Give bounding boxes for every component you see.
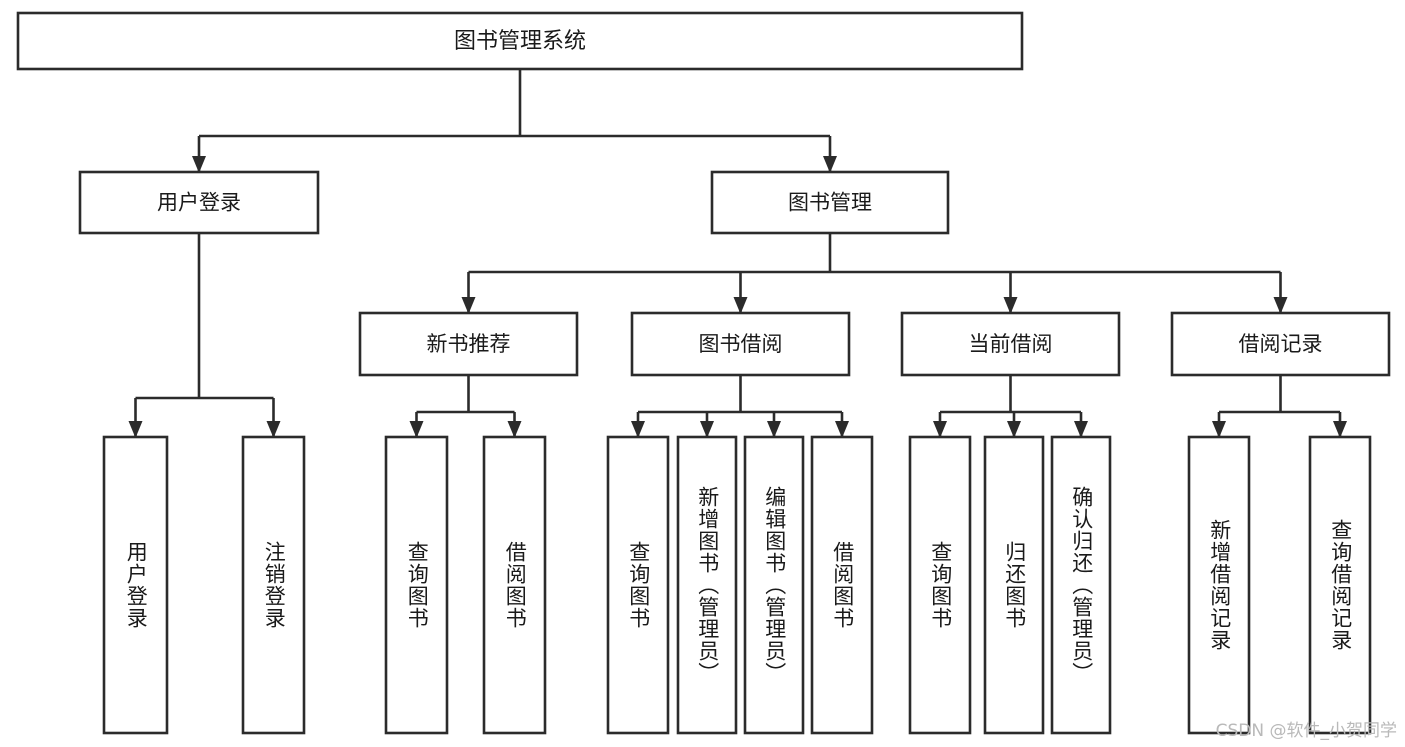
level2-node-0-label: 用户登录 [157,191,241,215]
level3-node-2-label: 当前借阅 [969,332,1053,356]
level3-node-3[interactable] [1170,311,1391,377]
leaf-fan-1-arrow-0 [409,421,424,438]
leaf-fan-2-arrow-0 [631,421,645,438]
leaf-fan-2-arrow-3 [835,421,849,438]
level3-node-3-label: 借阅记录 [1239,332,1323,356]
root-fan-arrow-0 [192,156,206,173]
level2-node-1[interactable] [710,170,950,235]
leaf-fan-3-arrow-2 [1074,421,1088,438]
root-node[interactable] [16,11,1024,71]
level2-node-1-label: 图书管理 [788,191,872,215]
connector-layer [128,69,1347,438]
leaf-node-9[interactable] [983,435,1045,735]
book-mgmt-fan-arrow-1 [733,297,748,314]
book-mgmt-fan-arrow-0 [461,297,476,314]
leaf-fan-4-arrow-1 [1333,421,1347,438]
leaf-node-5[interactable] [676,435,738,735]
leaf-fan-2-arrow-2 [767,421,781,438]
leaf-node-4[interactable] [606,435,670,735]
leaf-fan-0-arrow-1 [266,421,281,438]
node-box-layer [16,11,1391,735]
root-node-label: 图书管理系统 [454,29,586,54]
leaf-node-10[interactable] [1050,435,1112,735]
leaf-fan-4-arrow-0 [1212,421,1226,438]
level2-node-0[interactable] [78,170,320,235]
level3-node-1[interactable] [630,311,851,377]
level3-node-2[interactable] [900,311,1121,377]
leaf-node-0[interactable] [102,435,169,735]
level3-node-0-label: 新书推荐 [427,332,511,356]
watermark: CSDN @软件_小贺同学 [1215,721,1397,741]
book-mgmt-fan-arrow-2 [1003,297,1018,314]
leaf-node-12[interactable] [1308,435,1372,735]
leaf-node-7[interactable] [810,435,874,735]
leaf-node-2[interactable] [384,435,449,735]
leaf-node-6[interactable] [743,435,805,735]
leaf-node-3[interactable] [482,435,547,735]
leaf-fan-3-arrow-1 [1007,421,1021,438]
book-mgmt-fan-arrow-3 [1273,297,1288,314]
leaf-fan-2-arrow-1 [700,421,714,438]
leaf-node-11[interactable] [1187,435,1251,735]
root-fan-arrow-1 [823,156,837,173]
leaf-fan-3-arrow-0 [933,421,947,438]
leaf-fan-1-arrow-1 [507,421,522,438]
level3-node-0[interactable] [358,311,579,377]
leaf-fan-0-arrow-0 [128,421,143,438]
leaf-node-1[interactable] [241,435,306,735]
level3-node-1-label: 图书借阅 [699,332,783,356]
leaf-node-8[interactable] [908,435,972,735]
